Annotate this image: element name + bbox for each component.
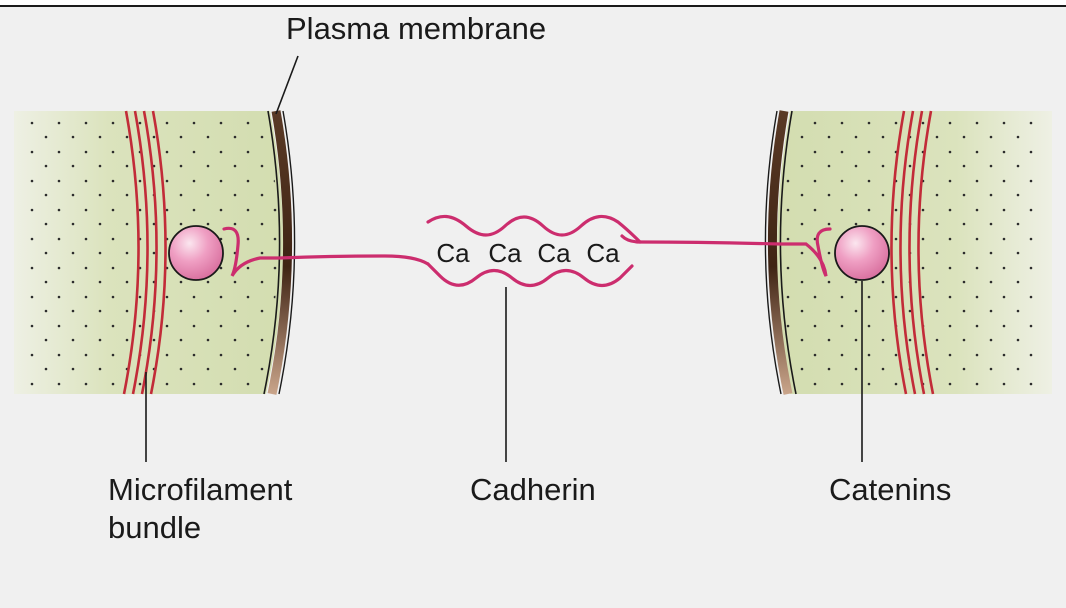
right-cell-granules — [783, 111, 1040, 394]
right-catenin — [835, 226, 889, 280]
calcium-ion-label: Ca — [586, 238, 620, 268]
calcium-ion-label: Ca — [488, 238, 522, 268]
microfilament-bundle-label-line2: bundle — [108, 510, 201, 545]
microfilament-bundle-label-line1: Microfilament — [108, 472, 293, 507]
calcium-ion-label: Ca — [436, 238, 470, 268]
cadherin-label: Cadherin — [470, 472, 596, 507]
plasma-membrane-label: Plasma membrane — [286, 11, 546, 46]
calcium-ion-label: Ca — [537, 238, 571, 268]
catenins-label: Catenins — [829, 472, 951, 507]
left-catenin — [169, 226, 223, 280]
left-cell-granules — [30, 111, 278, 394]
